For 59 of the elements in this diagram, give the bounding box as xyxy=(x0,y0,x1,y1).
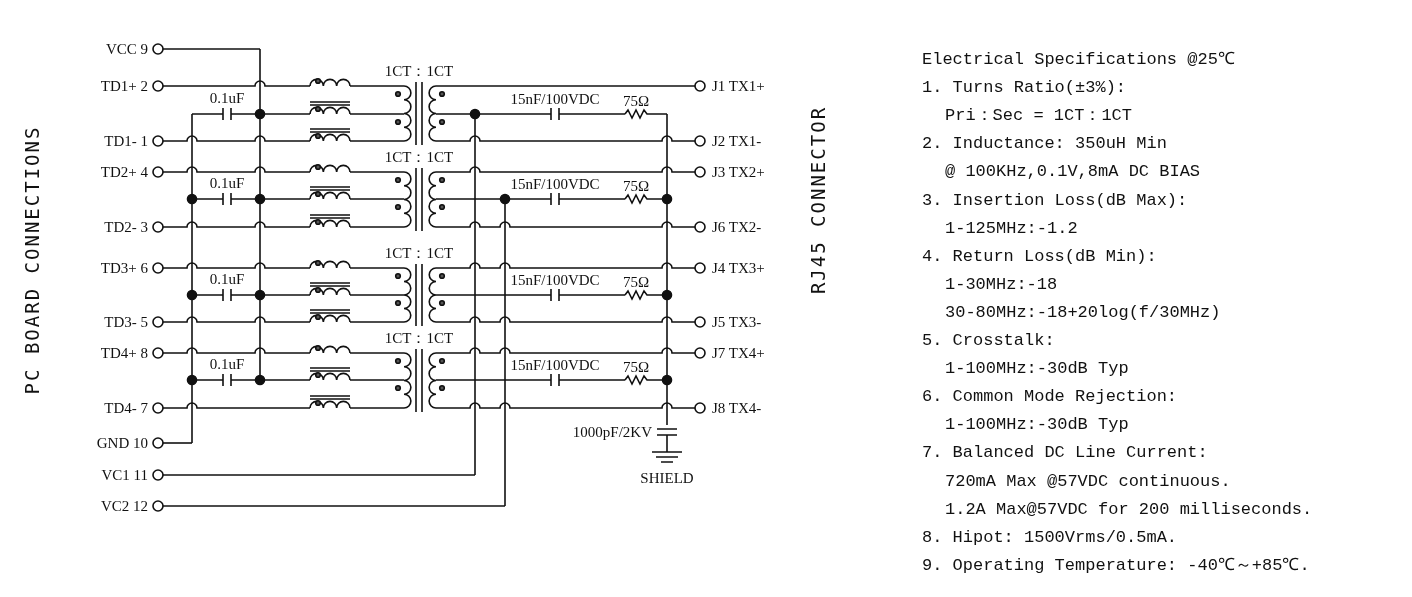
capacitor-value: 1000pF/2KV xyxy=(572,423,652,441)
capacitor-value: 0.1uF xyxy=(209,174,245,192)
pin-label: TD3+ 6 xyxy=(100,259,148,277)
spec-line: 8. Hipot: 1500Vrms/0.5mA. xyxy=(922,527,1178,548)
spec-line: 6. Common Mode Rejection: xyxy=(922,387,1178,408)
resistor-value: 75Ω xyxy=(622,273,650,291)
pin-label: J6 TX2- xyxy=(712,218,762,236)
spec-line: 1-125MHz:-1.2 xyxy=(945,218,1078,239)
spec-line: 4. Return Loss(dB Min): xyxy=(922,246,1157,267)
spec-line: 720mA Max @57VDC continuous. xyxy=(945,471,1231,492)
turns-ratio-label: 1CT：1CT xyxy=(384,329,454,347)
resistor-value: 75Ω xyxy=(622,177,650,195)
pin-label: J2 TX1- xyxy=(712,132,762,150)
pin-label: J7 TX4+ xyxy=(712,344,765,362)
spec-line: 1-100MHz:-30dB Typ xyxy=(945,415,1129,436)
resistor-value: 75Ω xyxy=(622,358,650,376)
spec-line: 7. Balanced DC Line Current: xyxy=(922,443,1208,464)
turns-ratio-label: 1CT：1CT xyxy=(384,148,454,166)
capacitor-value: 0.1uF xyxy=(209,355,245,373)
pin-label: J8 TX4- xyxy=(712,399,762,417)
pin-label: TD1+ 2 xyxy=(100,77,148,95)
spec-line: Pri：Sec = 1CT：1CT xyxy=(945,106,1133,127)
spec-line: 5. Crosstalk: xyxy=(922,331,1055,351)
pin-label: TD2- 3 xyxy=(104,218,148,236)
turns-ratio-label: 1CT：1CT xyxy=(384,244,454,262)
pin-label: J5 TX3- xyxy=(712,313,762,331)
spec-line: 2. Inductance: 350uH Min xyxy=(922,134,1167,155)
side-title: PC BOARD CONNECTIONS xyxy=(23,125,41,395)
ground-label: SHIELD xyxy=(640,469,694,487)
pin-label: TD3- 5 xyxy=(104,313,148,331)
capacitor-value: 15nF/100VDC xyxy=(510,356,600,374)
spec-line: 3. Insertion Loss(dB Max): xyxy=(922,190,1188,211)
pin-label: TD1- 1 xyxy=(104,132,148,150)
pin-label: J1 TX1+ xyxy=(712,77,765,95)
capacitor-value: 15nF/100VDC xyxy=(510,271,600,289)
spec-line: 1.2A Max@57VDC for 200 milliseconds. xyxy=(945,499,1313,520)
pin-label: VCC 9 xyxy=(105,40,148,58)
side-title: RJ45 CONNECTOR xyxy=(809,105,827,295)
pin-label: TD2+ 4 xyxy=(100,163,148,181)
pin-label: J3 TX2+ xyxy=(712,163,765,181)
turns-ratio-label: 1CT：1CT xyxy=(384,62,454,80)
spec-line: 30-80MHz:-18+20log(f/30MHz) xyxy=(945,302,1221,323)
pin-label: VC1 11 xyxy=(101,466,148,484)
spec-line: 9. Operating Temperature: -40℃～+85℃. xyxy=(922,555,1310,576)
spec-heading: Electrical Specifications @25℃ xyxy=(922,50,1235,70)
pin-label: TD4- 7 xyxy=(104,399,148,417)
pin-label: VC2 12 xyxy=(100,497,148,515)
pin-label: J4 TX3+ xyxy=(712,259,765,277)
spec-line: @ 100KHz,0.1V,8mA DC BIAS xyxy=(945,162,1201,183)
spec-line: 1. Turns Ratio(±3%): xyxy=(922,78,1127,99)
pin-label: TD4+ 8 xyxy=(100,344,148,362)
capacitor-value: 15nF/100VDC xyxy=(510,90,600,108)
capacitor-value: 0.1uF xyxy=(209,270,245,288)
pin-label: GND 10 xyxy=(96,434,148,452)
spec-line: 1-30MHz:-18 xyxy=(945,274,1058,295)
spec-line: 1-100MHz:-30dB Typ xyxy=(945,359,1129,380)
capacitor-value: 0.1uF xyxy=(209,89,245,107)
capacitor-value: 15nF/100VDC xyxy=(510,175,600,193)
resistor-value: 75Ω xyxy=(622,92,650,110)
